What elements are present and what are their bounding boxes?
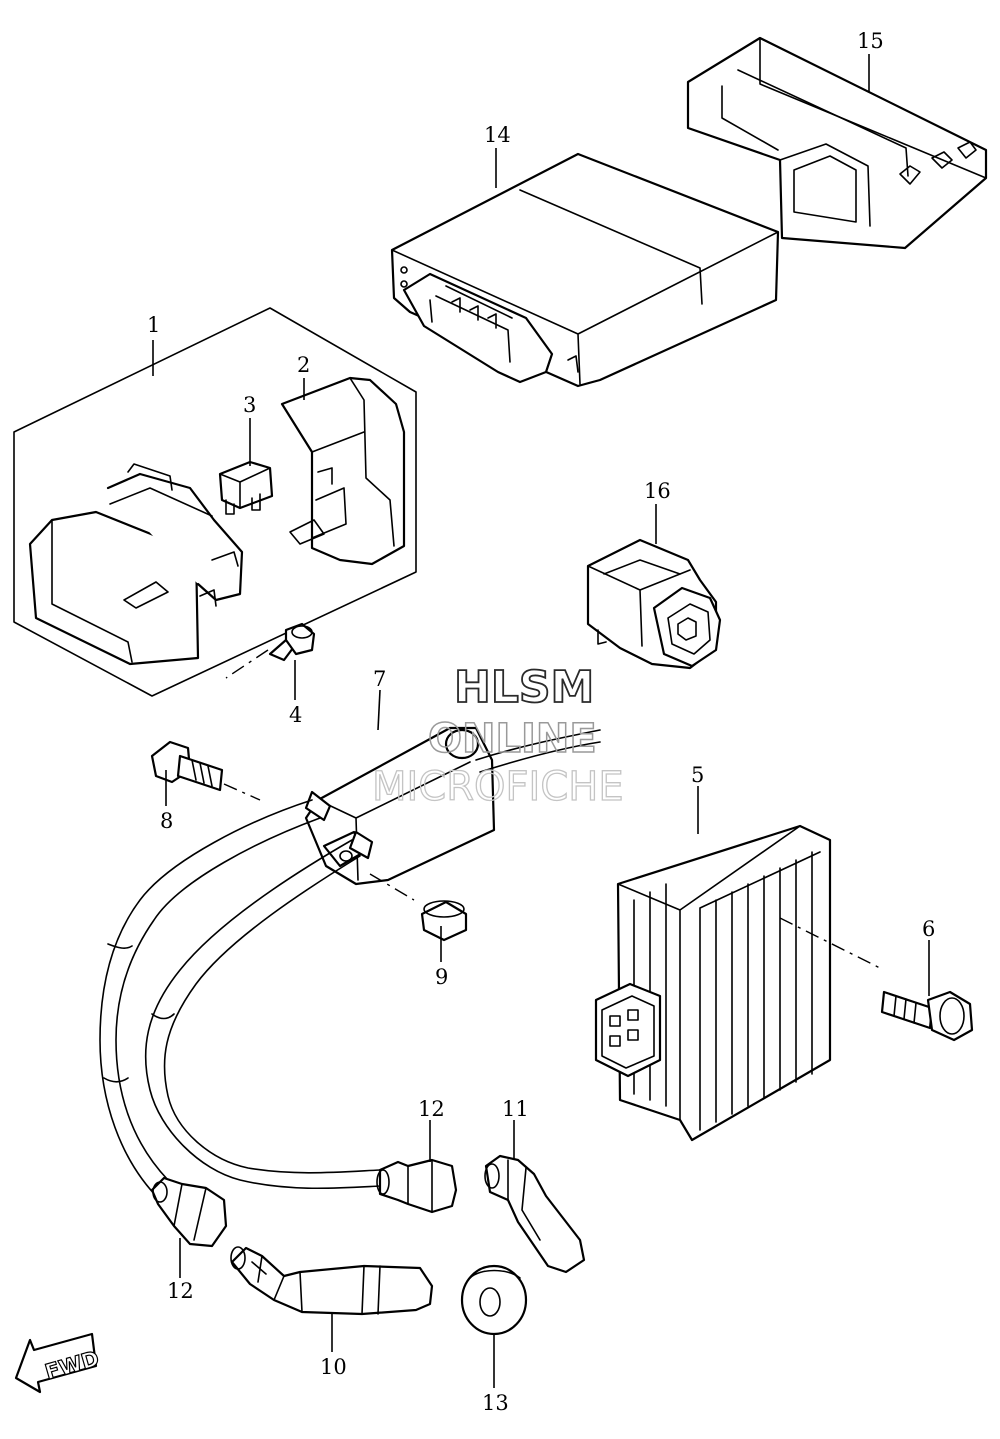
part-15-plate: [686, 36, 988, 250]
callout-10: 10: [320, 1355, 347, 1379]
part-12-cap-left: [150, 1176, 228, 1248]
callout-12-right: 12: [418, 1097, 445, 1121]
part-9-collar: [369, 873, 468, 942]
part-12-cap-right: [376, 1158, 458, 1214]
part-2-cover: [280, 376, 406, 566]
watermark: HLSM ONLINE MICROFICHE: [371, 661, 624, 811]
callout-6: 6: [922, 917, 935, 941]
leader-lines: [152, 54, 930, 1388]
callout-7: 7: [373, 667, 386, 691]
fwd-arrow-icon: FWD: [14, 1332, 102, 1394]
part-3-fuse: [218, 460, 274, 515]
callout-13: 13: [482, 1391, 509, 1415]
part-14-ecm: [390, 152, 780, 388]
callout-16: 16: [644, 479, 671, 503]
callout-4: 4: [289, 703, 302, 727]
part-8-bolt: [150, 740, 261, 801]
callout-5: 5: [691, 763, 704, 787]
part-13-washer: [460, 1264, 528, 1336]
callout-15: 15: [857, 29, 884, 53]
callout-9: 9: [435, 965, 448, 989]
part-4-screw: [225, 622, 316, 679]
callout-12-left: 12: [167, 1279, 194, 1303]
watermark-line-2: ONLINE: [428, 716, 597, 762]
callout-3: 3: [243, 393, 256, 417]
callout-11: 11: [502, 1097, 529, 1121]
watermark-line-3: MICROFICHE: [372, 764, 624, 810]
part-5-regulator: [594, 824, 881, 1142]
part-6-bolt: [880, 990, 974, 1042]
part-1-frame: [13, 307, 417, 697]
callout-1: 1: [147, 313, 160, 337]
callout-8: 8: [160, 809, 173, 833]
part-16-connector: [586, 538, 722, 670]
part-10-plug-cap: [230, 1246, 434, 1316]
high-tension-leads: [99, 790, 381, 1201]
part-11-plug-cap: [484, 1154, 586, 1274]
callout-2: 2: [297, 353, 310, 377]
callout-14: 14: [484, 123, 511, 147]
watermark-line-1: HLSM: [454, 662, 594, 713]
callout-numbers: 1 2 3 4 5 6 7 8 9 10 11 12 12 13 14 15 1…: [147, 29, 935, 1415]
